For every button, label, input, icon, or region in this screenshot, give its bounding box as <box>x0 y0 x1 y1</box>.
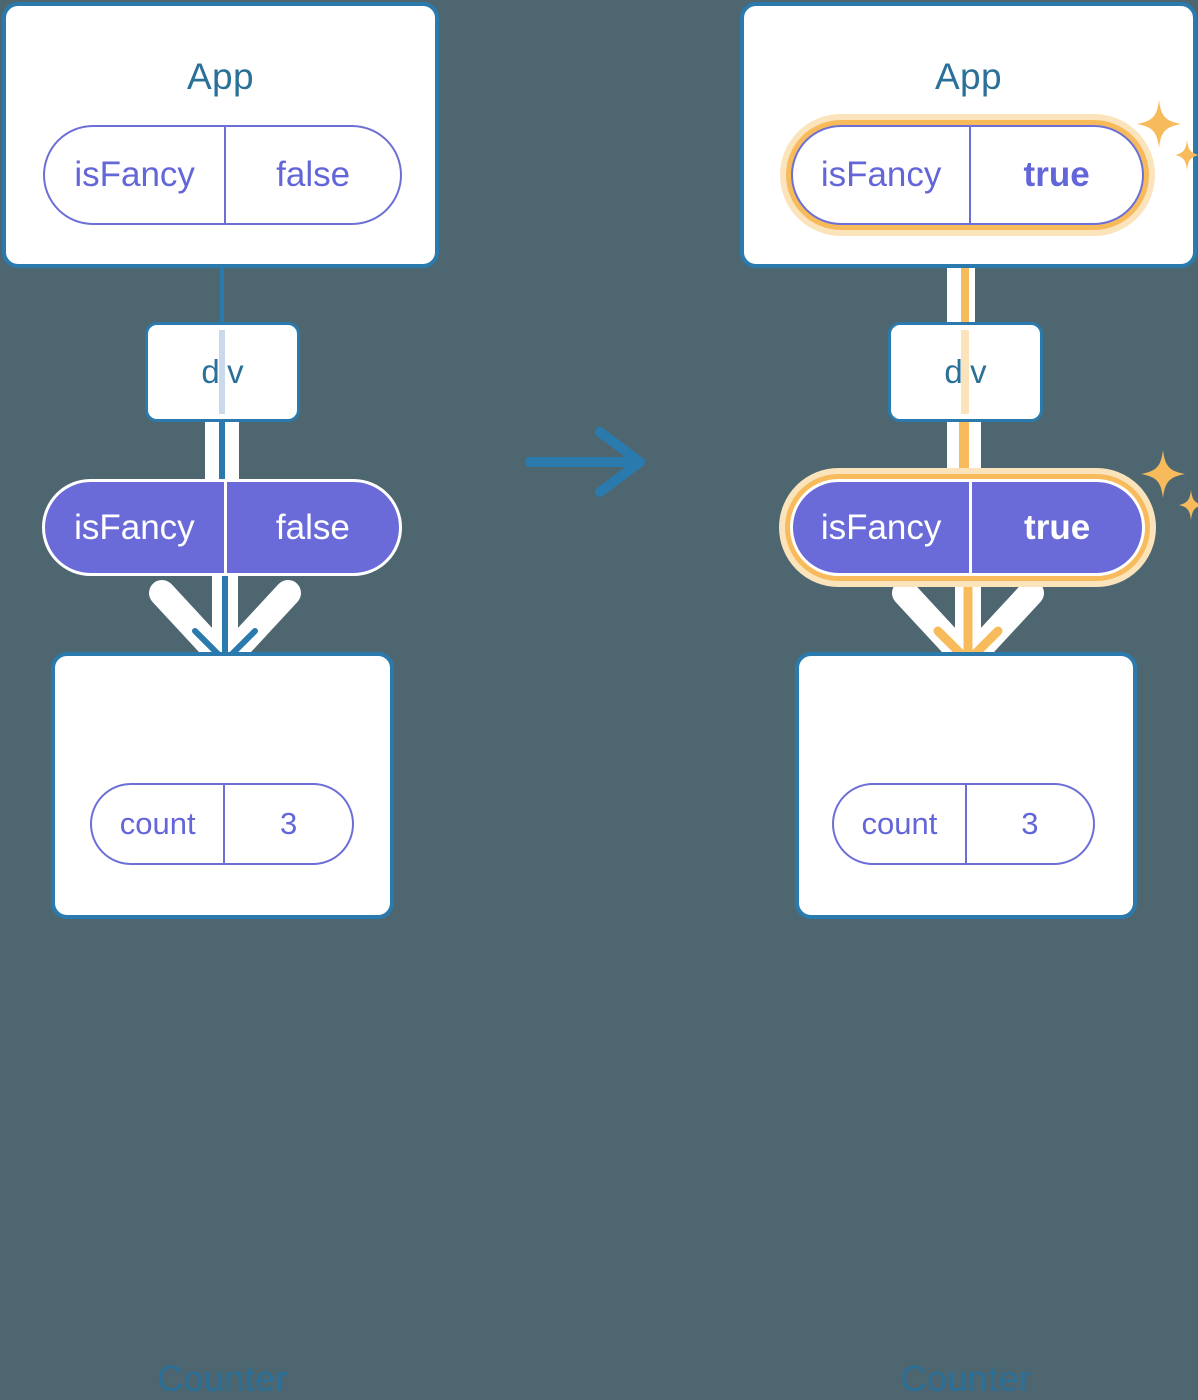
prop-pill-isfancy: isFancy true <box>790 479 1145 576</box>
panel-before: App isFancy false div isFancy false <box>0 0 599 1399</box>
state-pill-app-isfancy: isFancy true <box>791 125 1144 225</box>
connector-div-to-prop <box>959 420 969 486</box>
prop-pill-isfancy: isFancy false <box>42 479 402 576</box>
connector-through-div <box>219 330 225 414</box>
state-pill-value: false <box>224 127 400 223</box>
state-pill-counter-count: count 3 <box>90 783 354 865</box>
sparkle-group-prop <box>1137 448 1198 524</box>
connector-app-to-div <box>961 266 969 326</box>
state-pill-key: count <box>119 806 196 841</box>
component-title-app: App <box>934 56 1003 97</box>
connector-app-to-div <box>220 266 224 324</box>
transition-arrow <box>524 424 656 500</box>
state-pill-key: isFancy <box>74 155 195 194</box>
state-pill-value: true <box>969 127 1142 223</box>
sparkles-icon <box>1141 450 1198 520</box>
component-title-app: App <box>186 56 255 97</box>
component-title-counter: Counter <box>157 1358 288 1399</box>
component-title-counter: Counter <box>900 1358 1032 1399</box>
state-pill-app-isfancy: isFancy false <box>43 125 402 225</box>
state-pill-key: isFancy <box>820 155 942 194</box>
state-pill-key: count <box>861 806 938 841</box>
state-pill-counter-count: count 3 <box>832 783 1095 865</box>
connector-div-to-prop <box>219 420 225 486</box>
prop-pill-key: isFancy <box>74 507 195 547</box>
connector-through-div <box>961 330 969 414</box>
panel-after: App isFancy true div <box>599 0 1198 1399</box>
arrow-right-icon <box>525 427 645 497</box>
state-pill-value: 3 <box>964 785 1093 863</box>
prop-pill-value: false <box>223 482 399 573</box>
prop-pill-key: isFancy <box>820 507 942 547</box>
prop-pill-value: true <box>969 482 1142 573</box>
state-pill-value: 3 <box>223 785 352 863</box>
